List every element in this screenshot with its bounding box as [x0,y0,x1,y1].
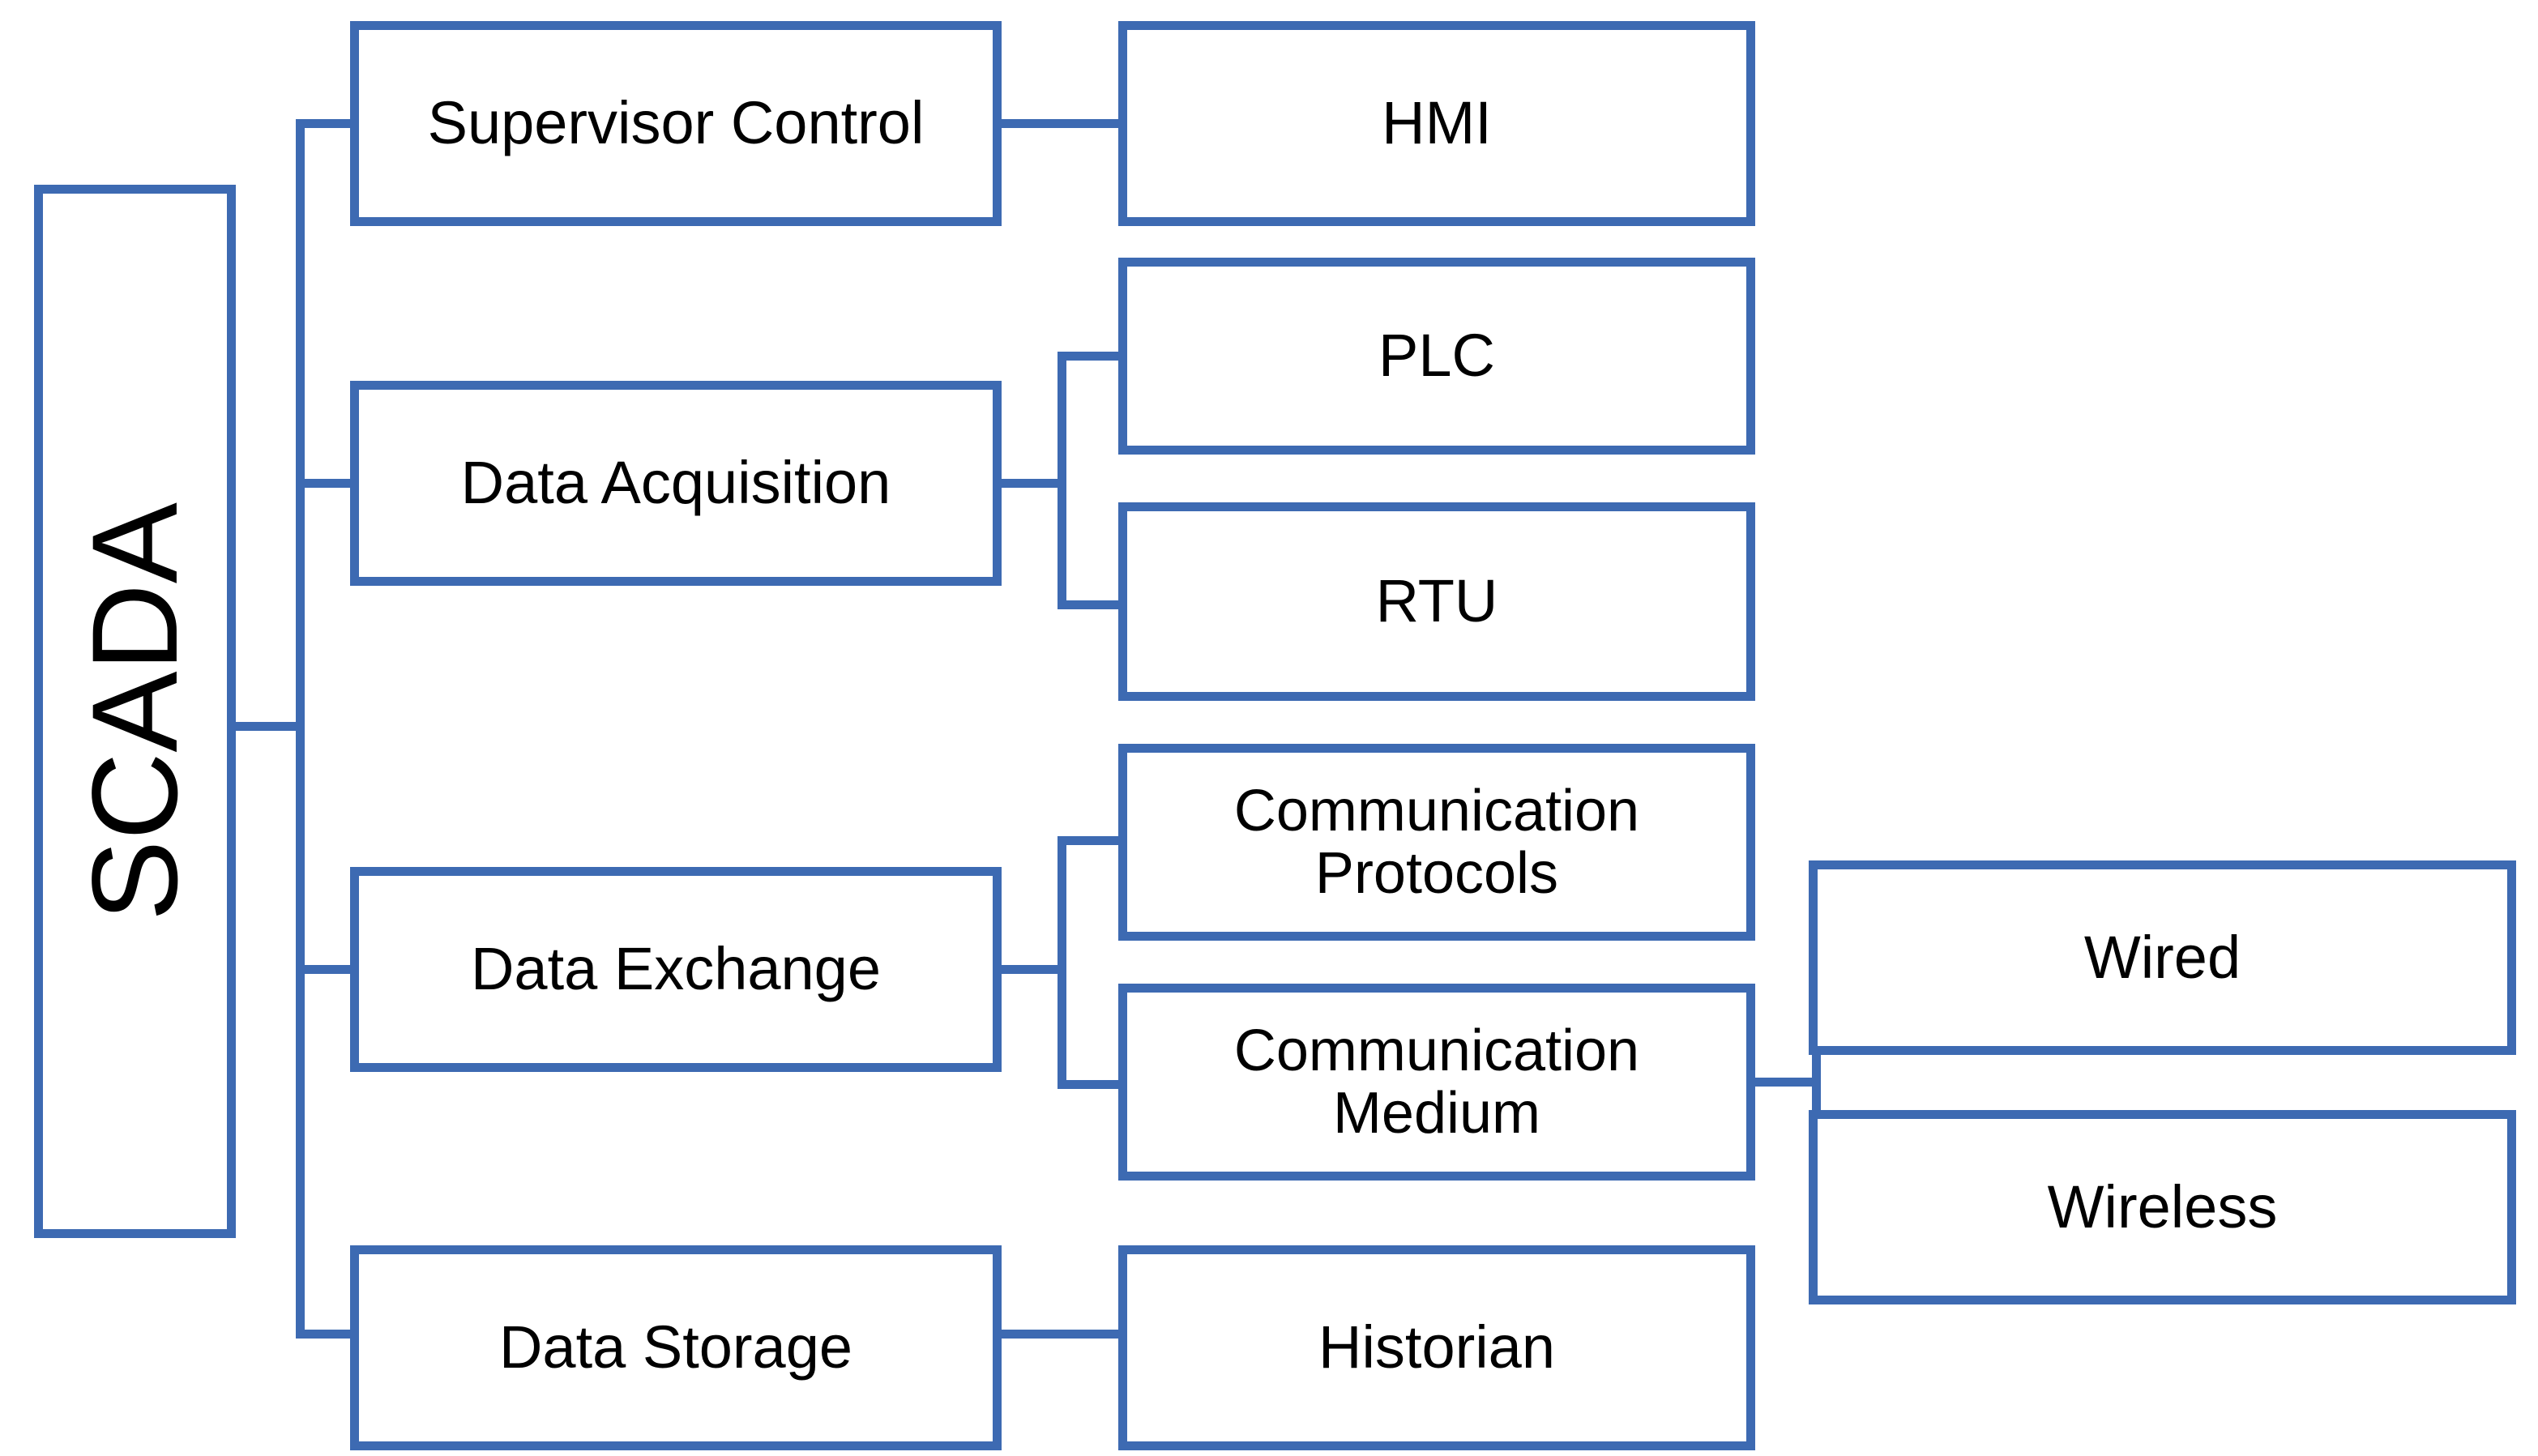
node-communication-protocols[interactable]: Communication Protocols [1118,744,1755,941]
node-supervisor-control[interactable]: Supervisor Control [350,21,1002,226]
node-data-exchange-label: Data Exchange [470,935,881,1003]
node-data-acquisition-label: Data Acquisition [460,449,891,517]
node-communication-protocols-label: Communication Protocols [1233,779,1640,906]
connector-supervisor-control-to-hmi [995,119,1125,128]
node-plc[interactable]: PLC [1118,258,1755,455]
connector-communication-medium-stub [1749,1078,1820,1087]
node-rtu[interactable]: RTU [1118,502,1755,701]
node-communication-medium[interactable]: Communication Medium [1118,984,1755,1181]
connector-trunk-to-data-exchange [296,965,359,974]
node-data-storage-label: Data Storage [498,1313,853,1381]
node-hmi[interactable]: HMI [1118,21,1755,226]
connector-communication-medium-trunk [1812,954,1821,1209]
node-data-exchange[interactable]: Data Exchange [350,867,1002,1072]
connector-data-storage-to-historian [995,1330,1125,1339]
node-historian[interactable]: Historian [1118,1245,1755,1450]
connector-trunk-to-data-storage [296,1330,359,1339]
connector-data-exchange-trunk [1058,836,1066,1089]
node-wireless[interactable]: Wireless [1809,1110,2516,1304]
node-supervisor-control-label: Supervisor Control [427,89,925,157]
node-wired-label: Wired [2083,923,2241,991]
node-rtu-label: RTU [1375,567,1498,635]
connector-trunk-to-supervisor-control [296,119,359,128]
connector-data-acquisition-stub [995,479,1065,488]
node-scada[interactable]: SCADA [34,185,236,1238]
connector-data-acquisition-to-rtu [1058,600,1125,609]
node-wired[interactable]: Wired [1809,860,2516,1055]
node-plc-label: PLC [1378,322,1495,390]
connector-data-acquisition-to-plc [1058,352,1125,361]
node-wireless-label: Wireless [2047,1172,2278,1240]
connector-data-exchange-stub [995,965,1065,974]
node-data-acquisition[interactable]: Data Acquisition [350,381,1002,586]
connector-data-acquisition-trunk [1058,352,1066,609]
connector-root-stub [235,722,305,731]
node-scada-label: SCADA [66,502,203,921]
connector-data-exchange-to-communication-protocols [1058,836,1125,845]
node-historian-label: Historian [1318,1313,1555,1381]
node-communication-medium-label: Communication Medium [1233,1018,1640,1146]
connector-trunk-to-data-acquisition [296,479,359,488]
node-data-storage[interactable]: Data Storage [350,1245,1002,1450]
node-hmi-label: HMI [1382,89,1492,157]
connector-data-exchange-to-communication-medium [1058,1080,1125,1089]
connector-root-trunk [296,123,305,1339]
